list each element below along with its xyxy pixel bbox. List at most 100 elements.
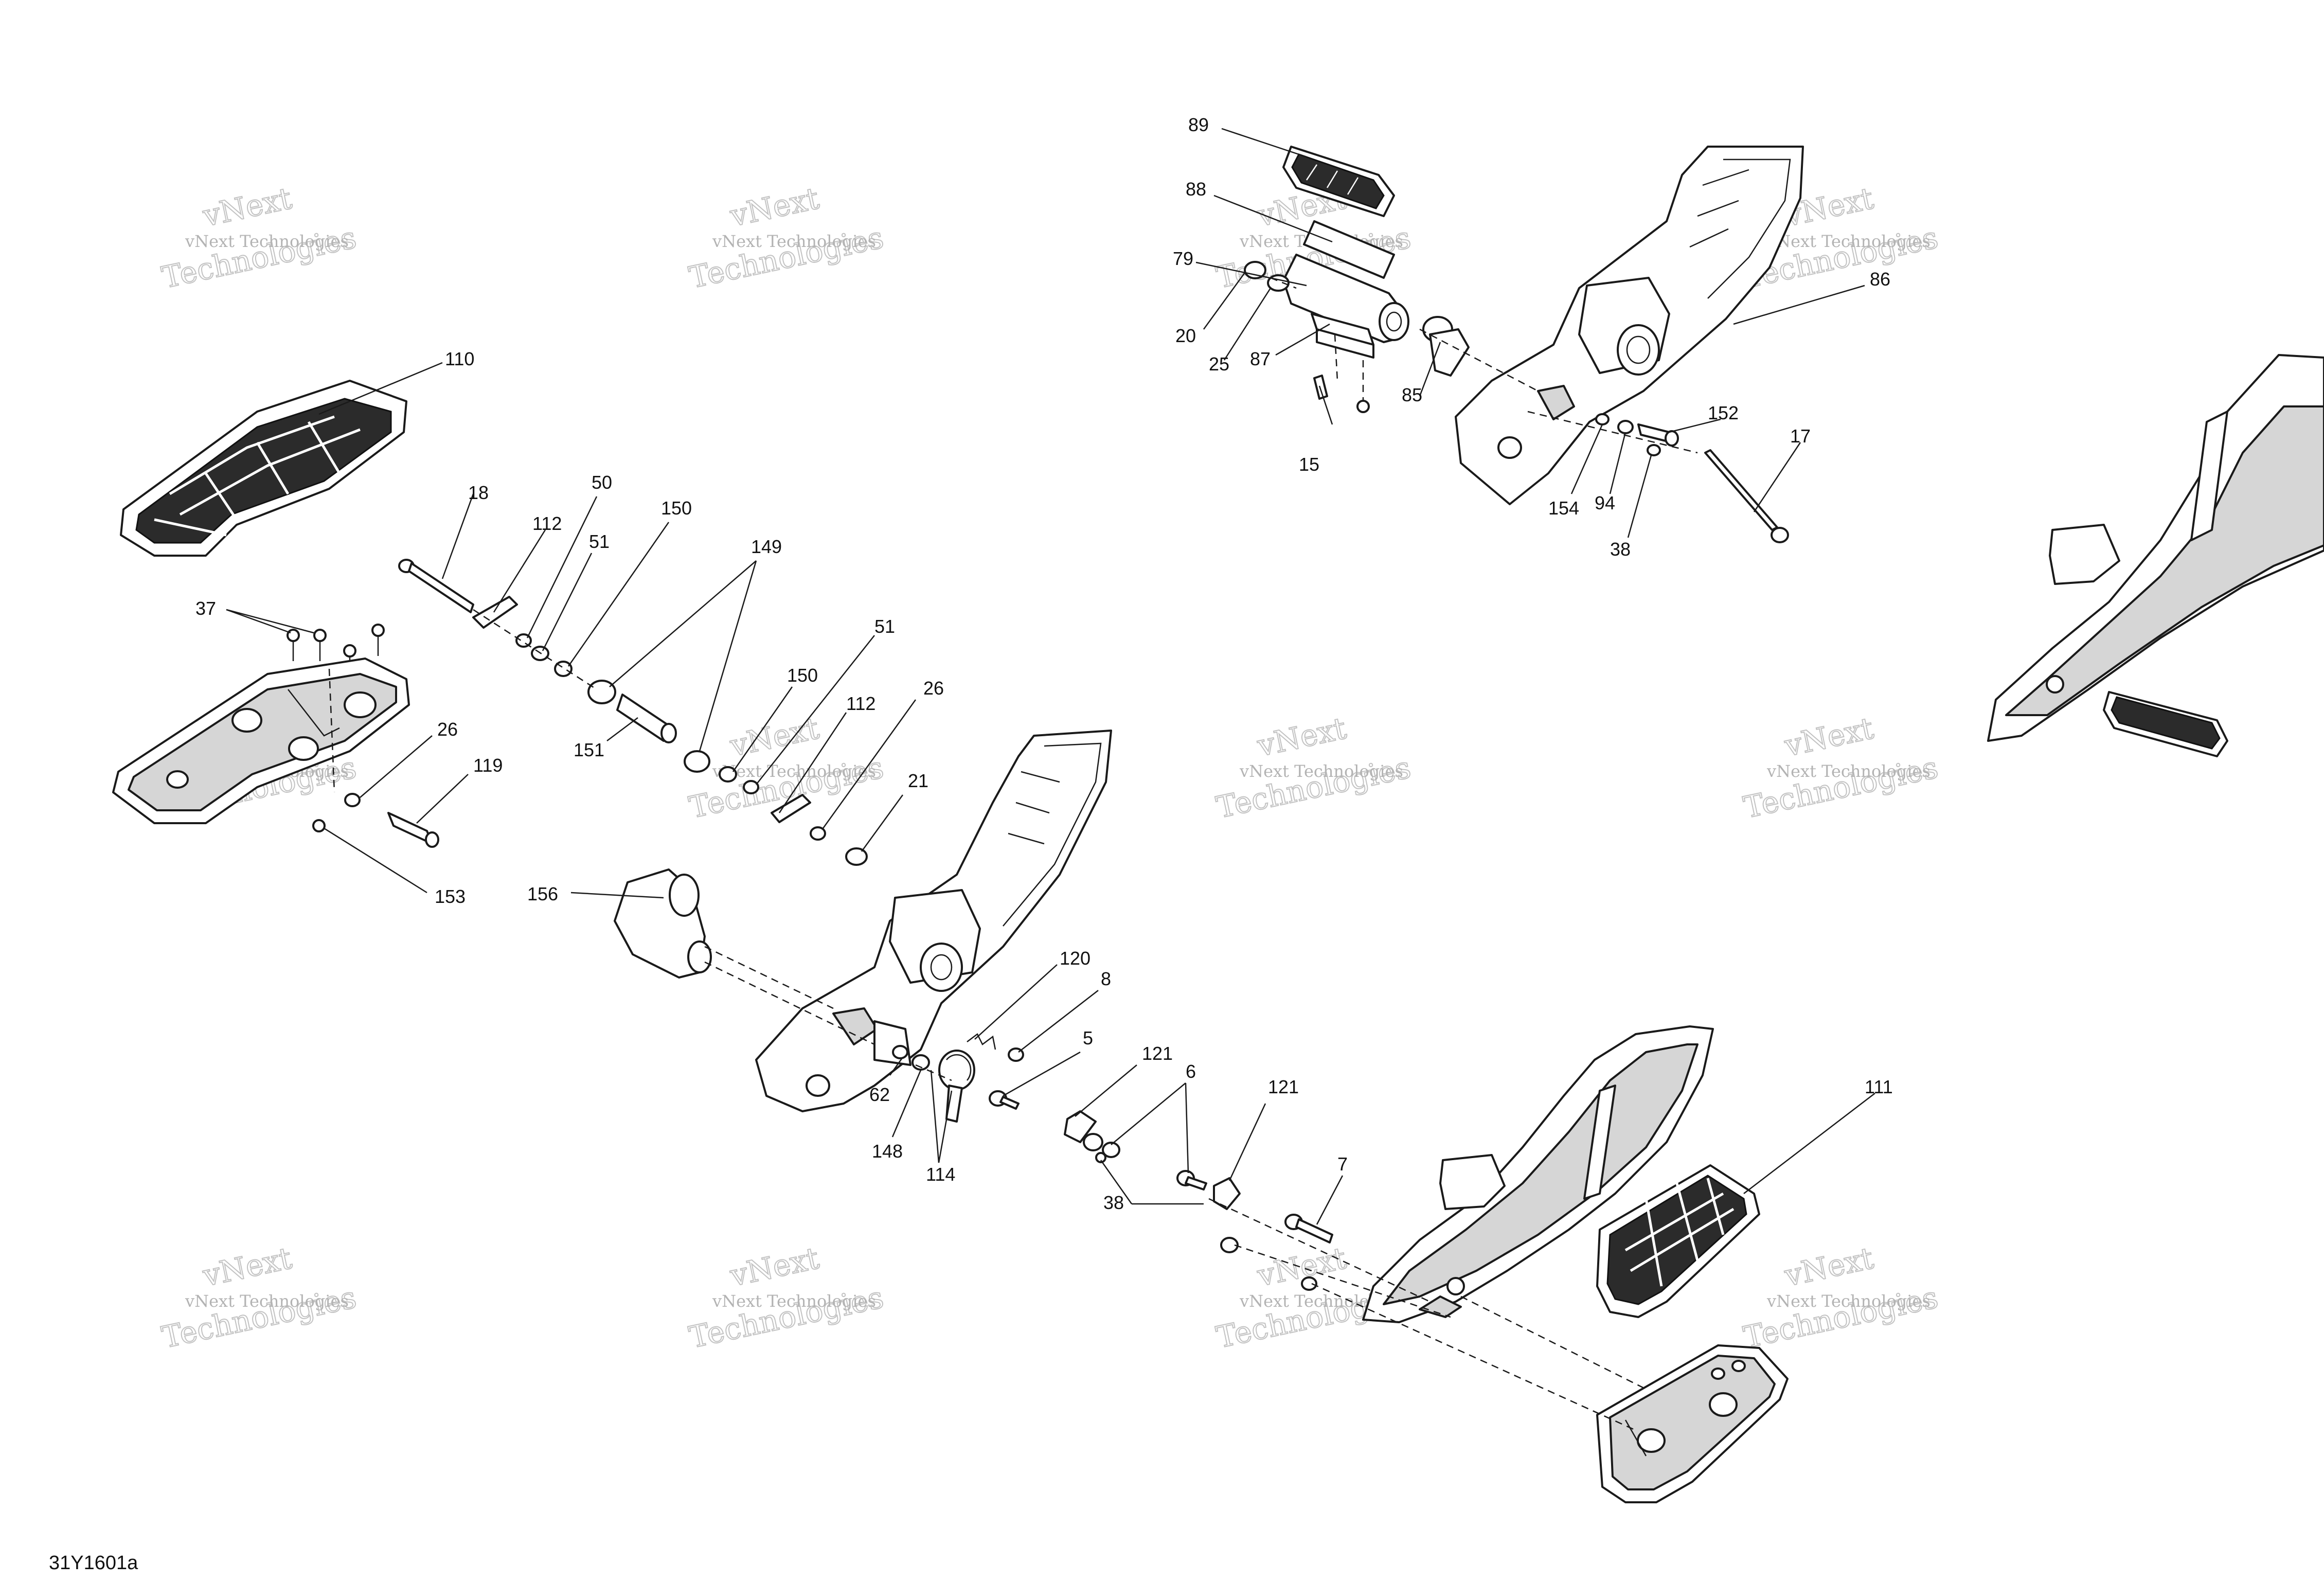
callout-20: 20 — [1175, 325, 1196, 346]
callout-156: 156 — [527, 883, 558, 904]
svg-text:vNext: vNext — [200, 181, 295, 234]
tab-121a — [1064, 1110, 1097, 1143]
nut-21 — [845, 847, 868, 866]
callout-51-right: 51 — [874, 616, 895, 637]
screw-5 — [989, 1090, 1020, 1110]
lower-footplate — [1596, 1344, 1789, 1503]
washer-94 — [1617, 420, 1634, 434]
callout-62: 62 — [869, 1084, 890, 1105]
callout-15: 15 — [1299, 454, 1319, 475]
callout-89: 89 — [1188, 114, 1209, 135]
callout-38-upper: 38 — [1610, 539, 1631, 560]
bolt-18 — [398, 559, 474, 613]
svg-text:vNext: vNext — [727, 1240, 822, 1293]
callout-152: 152 — [1708, 402, 1739, 423]
washer-26b — [810, 826, 826, 841]
callout-5: 5 — [1083, 1027, 1093, 1049]
callout-148: 148 — [872, 1141, 903, 1162]
svg-text:vNext: vNext — [727, 710, 822, 763]
svg-text:vNext: vNext — [1781, 710, 1876, 763]
callout-38-lower: 38 — [1103, 1192, 1124, 1213]
cover-156 — [614, 868, 712, 979]
tread-grid-110 — [120, 380, 407, 557]
callout-110: 110 — [445, 348, 474, 369]
watermark: vNext vNext Technologies Technologies — [1213, 710, 1415, 826]
callout-26-left: 26 — [437, 719, 458, 740]
pin-15 — [1313, 375, 1328, 400]
callout-119: 119 — [473, 755, 503, 776]
watermark: vNext vNext Technologies Technologies — [686, 1240, 887, 1356]
pin-153 — [312, 819, 326, 832]
callout-87: 87 — [1250, 348, 1271, 369]
svg-text:vNext: vNext — [727, 181, 822, 234]
callout-21: 21 — [908, 770, 928, 791]
bushing-149a — [587, 680, 616, 704]
lower-main-bracket — [1362, 1025, 1714, 1323]
pin-38b — [1095, 1152, 1106, 1163]
callout-121-right: 121 — [1268, 1076, 1299, 1097]
watermark: vNext vNext Technologies Technologies — [1740, 710, 1942, 826]
callout-51-left: 51 — [589, 531, 610, 552]
peg-body-79 — [1282, 254, 1409, 343]
svg-text:vNext Technologies: vNext Technologies — [1766, 1291, 1930, 1311]
tab-121b — [1213, 1177, 1241, 1210]
svg-text:vNext: vNext — [200, 1240, 295, 1293]
watermark: vNext vNext Technologies Technologies — [158, 180, 360, 296]
tread-grid-111 — [1596, 1164, 1760, 1318]
svg-text:vNext Technologies: vNext Technologies — [185, 1291, 349, 1311]
bushing-149b — [684, 750, 710, 773]
callout-17: 17 — [1790, 425, 1811, 447]
svg-text:vNext Technologies: vNext Technologies — [712, 232, 876, 251]
callout-121-left: 121 — [1142, 1043, 1173, 1064]
washer-26a — [344, 793, 361, 807]
callout-153: 153 — [435, 886, 466, 907]
callout-120: 120 — [1060, 948, 1091, 969]
callout-150-right: 150 — [787, 665, 818, 686]
callout-85: 85 — [1402, 384, 1422, 405]
watermark: vNext vNext Technologies Technologies — [1740, 1240, 1942, 1356]
leader-lines — [226, 128, 1875, 1225]
callout-79: 79 — [1173, 248, 1193, 269]
footpeg-pad-89 — [1282, 146, 1395, 217]
callout-18: 18 — [468, 482, 489, 503]
svg-text:vNext Technologies: vNext Technologies — [712, 761, 876, 781]
svg-text:vNext: vNext — [1254, 710, 1349, 763]
nut-38a — [1647, 444, 1661, 456]
callout-37: 37 — [195, 598, 216, 619]
callout-151: 151 — [574, 739, 604, 760]
bolt-17 — [1704, 449, 1778, 531]
svg-text:vNext Technologies: vNext Technologies — [1766, 761, 1930, 781]
callout-86: 86 — [1870, 269, 1890, 290]
callout-labels: 89 88 79 20 25 87 15 85 86 152 17 154 94… — [195, 114, 1893, 1213]
bushing-6 — [1083, 1133, 1120, 1158]
callout-7: 7 — [1337, 1153, 1348, 1175]
far-right-assembly — [1987, 354, 2324, 757]
callout-6: 6 — [1186, 1061, 1196, 1082]
washer-51b — [743, 780, 759, 794]
callout-149: 149 — [751, 536, 782, 557]
bracket-112b — [771, 794, 811, 823]
lower-right-assembly — [1064, 1025, 1789, 1503]
callout-114: 114 — [926, 1164, 955, 1185]
svg-text:vNext: vNext — [1781, 1240, 1876, 1293]
washer-154 — [1595, 413, 1610, 425]
block-87 — [1311, 313, 1374, 359]
callout-112-right: 112 — [846, 693, 875, 714]
spring-120 — [967, 1033, 996, 1050]
spring-114 — [938, 1050, 975, 1123]
callout-94: 94 — [1595, 492, 1615, 513]
plate-88 — [1303, 220, 1395, 279]
callout-88: 88 — [1186, 179, 1206, 200]
bracket-112a — [472, 596, 518, 629]
svg-text:vNext Technologies: vNext Technologies — [185, 232, 349, 251]
left-assembly — [112, 380, 1112, 1123]
pin-119 — [387, 812, 439, 848]
svg-text:vNext Technologies: vNext Technologies — [1766, 232, 1930, 251]
bolt-7 — [1284, 1214, 1333, 1244]
callout-26-right: 26 — [923, 678, 944, 699]
center-main-bracket — [755, 730, 1112, 1112]
svg-text:vNext Technologies: vNext Technologies — [1239, 761, 1403, 781]
figure-code: 31Y1601a — [49, 1552, 138, 1574]
watermark: vNext vNext Technologies Technologies — [158, 1240, 360, 1356]
washer-150b — [719, 766, 737, 783]
